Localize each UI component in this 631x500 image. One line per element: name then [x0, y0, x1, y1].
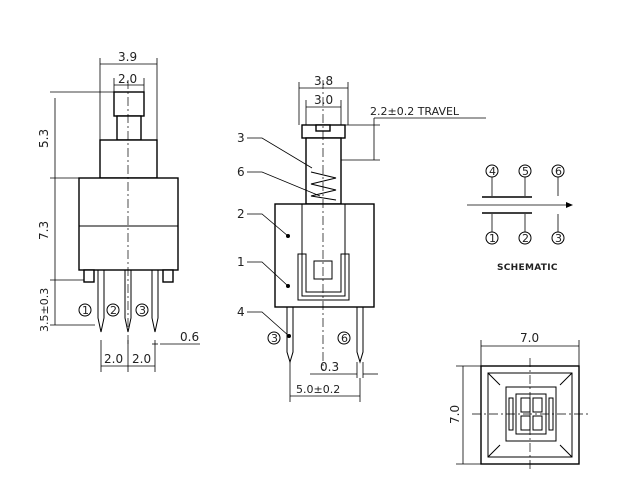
- side-pin-right: [356, 307, 364, 364]
- dim-label-0-3: 0.3: [320, 360, 339, 374]
- callout-2: 2: [237, 207, 290, 238]
- dim-label-3-0: 3.0: [314, 93, 333, 107]
- callout-6: 6: [237, 165, 321, 197]
- front-view: 3.9 2.0 5.3 7.3 3.5±0.3 1 2 3: [37, 50, 200, 372]
- side-body: [274, 203, 375, 308]
- callout-4: 4: [237, 305, 291, 338]
- front-leg-left: [83, 269, 95, 283]
- svg-text:1: 1: [489, 232, 496, 245]
- front-button-stem: [116, 115, 142, 141]
- schematic-pin-1: 1: [485, 214, 499, 245]
- dim-label-3-8: 3.8: [314, 74, 333, 88]
- dim-label-7-0-width: 7.0: [520, 331, 539, 345]
- schematic-arrow: [566, 202, 573, 208]
- schematic-pin-5: 5: [518, 164, 532, 196]
- front-body: [78, 177, 179, 271]
- dim-label-pitch-right: 2.0: [132, 352, 151, 366]
- front-pin-label-3: 3: [135, 303, 149, 317]
- svg-text:3: 3: [139, 304, 146, 317]
- side-pin-label-6: 6: [337, 331, 351, 345]
- top-view: 7.0 7.0: [448, 331, 590, 472]
- schematic-pin-4: 4: [485, 164, 499, 196]
- dim-label-7-3: 7.3: [37, 221, 51, 240]
- dim-label-5-0: 5.0±0.2: [296, 383, 340, 396]
- svg-text:6: 6: [341, 332, 348, 345]
- front-pin-1: [97, 270, 105, 333]
- front-pin-label-2: 2: [106, 303, 120, 317]
- side-view: 3.8 3.0 2.2±0.2 TRAVEL 3 6 2 1: [237, 74, 486, 402]
- side-pin-label-3: 3: [267, 331, 281, 345]
- svg-text:1: 1: [82, 304, 89, 317]
- svg-text:3: 3: [237, 131, 245, 145]
- schematic-pin-3: 3: [551, 214, 565, 245]
- callout-3: 3: [237, 131, 313, 169]
- dim-label-3-5: 3.5±0.3: [38, 288, 51, 332]
- top-corner-bevels: [487, 372, 573, 458]
- svg-text:3: 3: [555, 232, 562, 245]
- svg-text:4: 4: [237, 305, 245, 319]
- svg-text:2: 2: [110, 304, 117, 317]
- dim-label-travel: 2.2±0.2 TRAVEL: [370, 105, 460, 118]
- svg-text:2: 2: [522, 232, 529, 245]
- svg-text:6: 6: [555, 165, 562, 178]
- svg-text:4: 4: [489, 165, 496, 178]
- schematic-pin-6: 6: [551, 164, 565, 196]
- side-slider-frame: [301, 204, 346, 297]
- callout-1: 1: [237, 255, 290, 288]
- front-leg-right: [162, 269, 174, 283]
- svg-text:5: 5: [522, 165, 529, 178]
- top-button-quad: [532, 397, 543, 413]
- side-slider: [297, 253, 350, 301]
- schematic: 4 5 6 1 2 3: [467, 164, 573, 273]
- front-pin-3: [151, 270, 159, 333]
- dim-label-2-0-button: 2.0: [118, 72, 137, 86]
- dim-label-5-3: 5.3: [37, 129, 51, 148]
- dim-label-3-9: 3.9: [118, 50, 137, 64]
- dim-label-0-6: 0.6: [180, 330, 199, 344]
- top-button-quad: [532, 415, 543, 431]
- front-housing-top: [99, 139, 158, 179]
- side-spring: [310, 171, 337, 201]
- svg-text:3: 3: [271, 332, 278, 345]
- side-stem: [305, 137, 342, 205]
- front-pin-label-1: 1: [78, 303, 92, 317]
- dim-label-7-0-height: 7.0: [448, 405, 462, 424]
- schematic-title: SCHEMATIC: [497, 263, 558, 273]
- front-button-cap: [113, 91, 145, 117]
- svg-text:6: 6: [237, 165, 245, 179]
- svg-text:2: 2: [237, 207, 245, 221]
- dim-label-pitch-left: 2.0: [104, 352, 123, 366]
- svg-text:1: 1: [237, 255, 245, 269]
- schematic-pin-2: 2: [518, 214, 532, 245]
